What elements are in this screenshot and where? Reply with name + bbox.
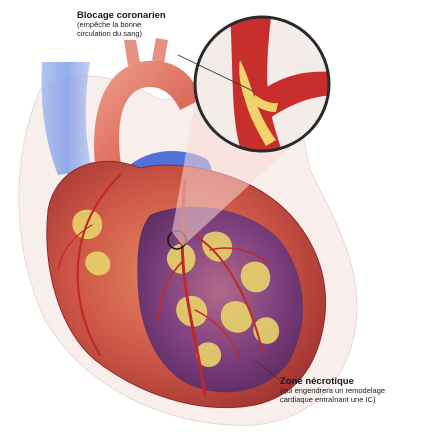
necrosis-desc-line2: cardiaque entraînant une IC) bbox=[280, 396, 430, 405]
blockage-label: Blocage coronarien (empêche la bonne cir… bbox=[77, 10, 202, 39]
blockage-desc-line2: circulation du sang) bbox=[77, 30, 202, 39]
necrosis-label: Zone nécrotique (qui engendrera un remod… bbox=[280, 376, 430, 405]
